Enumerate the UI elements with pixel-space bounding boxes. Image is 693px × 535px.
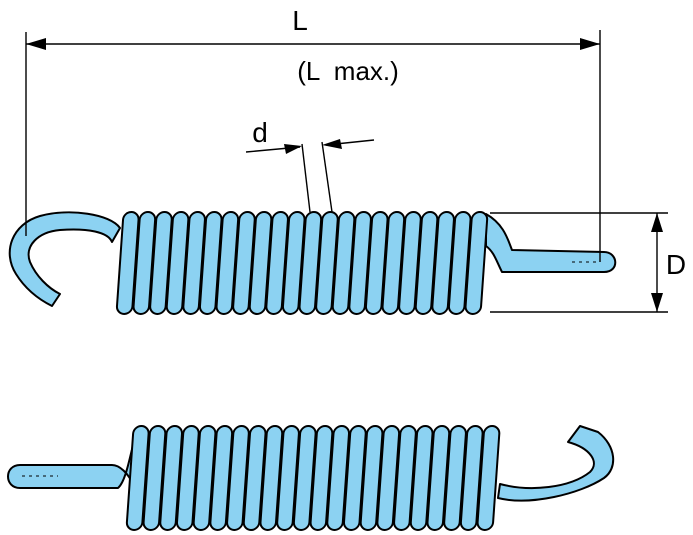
top-spring-coil	[215, 211, 240, 315]
top-spring-coil	[447, 211, 472, 315]
top-spring-coil	[331, 211, 356, 315]
d-extension-right	[321, 141, 333, 213]
top-spring-coil	[132, 211, 157, 315]
top-spring	[8, 211, 617, 315]
bottom-spring-coil	[276, 425, 300, 531]
bottom-spring-coil	[476, 425, 501, 531]
bottom-spring-coil	[309, 425, 334, 531]
bottom-left-end	[7, 429, 139, 489]
d-arrow-right	[322, 139, 342, 149]
bottom-coils	[125, 425, 501, 531]
top-spring-coil	[232, 211, 256, 315]
label-wire-diameter: d	[252, 117, 268, 148]
length-arrow-left	[26, 38, 46, 50]
length-arrow-right	[580, 38, 600, 50]
label-length-max: (L max.)	[297, 56, 399, 86]
bottom-spring-coil	[342, 425, 367, 531]
bottom-right-hook	[497, 425, 614, 502]
top-spring-coil	[149, 211, 173, 315]
top-spring-coil	[198, 211, 223, 315]
top-spring-coil	[315, 211, 339, 315]
bottom-spring-coil	[242, 425, 267, 531]
top-spring-coil	[165, 211, 190, 315]
bottom-spring-coil	[292, 425, 317, 531]
top-spring-coil	[364, 211, 389, 315]
wire-diameter-dimension	[245, 139, 375, 213]
D-arrow-bottom	[651, 293, 663, 312]
bottom-spring-coil	[409, 425, 434, 531]
label-length: L	[292, 5, 308, 36]
top-right-end	[485, 213, 617, 273]
top-coils	[115, 211, 489, 315]
d-arrow-left	[284, 144, 302, 154]
bottom-spring-coil	[426, 425, 451, 531]
bottom-spring-coil	[125, 425, 150, 531]
top-spring-coil	[348, 211, 372, 315]
bottom-spring-coil	[159, 425, 184, 531]
bottom-spring-coil	[259, 425, 284, 531]
bottom-spring-coil	[443, 425, 467, 531]
bottom-spring-coil	[142, 425, 167, 531]
bottom-spring-coil	[359, 425, 384, 531]
top-spring-coil	[464, 211, 489, 315]
bottom-spring-coil	[175, 425, 200, 531]
top-spring-coil	[182, 211, 206, 315]
D-arrow-top	[651, 213, 663, 232]
top-left-hook	[8, 211, 121, 307]
top-spring-coil	[248, 211, 273, 315]
bottom-spring	[7, 425, 614, 531]
bottom-spring-coil	[393, 425, 417, 531]
coil-diameter-dimension	[490, 212, 668, 313]
bottom-spring-coil	[192, 425, 217, 531]
bottom-spring-coil	[326, 425, 351, 531]
top-spring-coil	[398, 211, 422, 315]
top-spring-coil	[265, 211, 289, 315]
bottom-spring-coil	[376, 425, 401, 531]
top-spring-coil	[381, 211, 406, 315]
bottom-spring-coil	[209, 425, 234, 531]
bottom-spring-coil	[459, 425, 484, 531]
top-spring-coil	[281, 211, 306, 315]
bottom-spring-coil	[226, 425, 250, 531]
top-spring-coil	[431, 211, 455, 315]
label-coil-diameter: D	[666, 249, 686, 280]
top-spring-coil	[298, 211, 323, 315]
top-spring-coil	[115, 211, 140, 315]
length-dimension	[25, 30, 601, 262]
top-spring-coil	[414, 211, 439, 315]
d-extension-left	[301, 143, 311, 213]
